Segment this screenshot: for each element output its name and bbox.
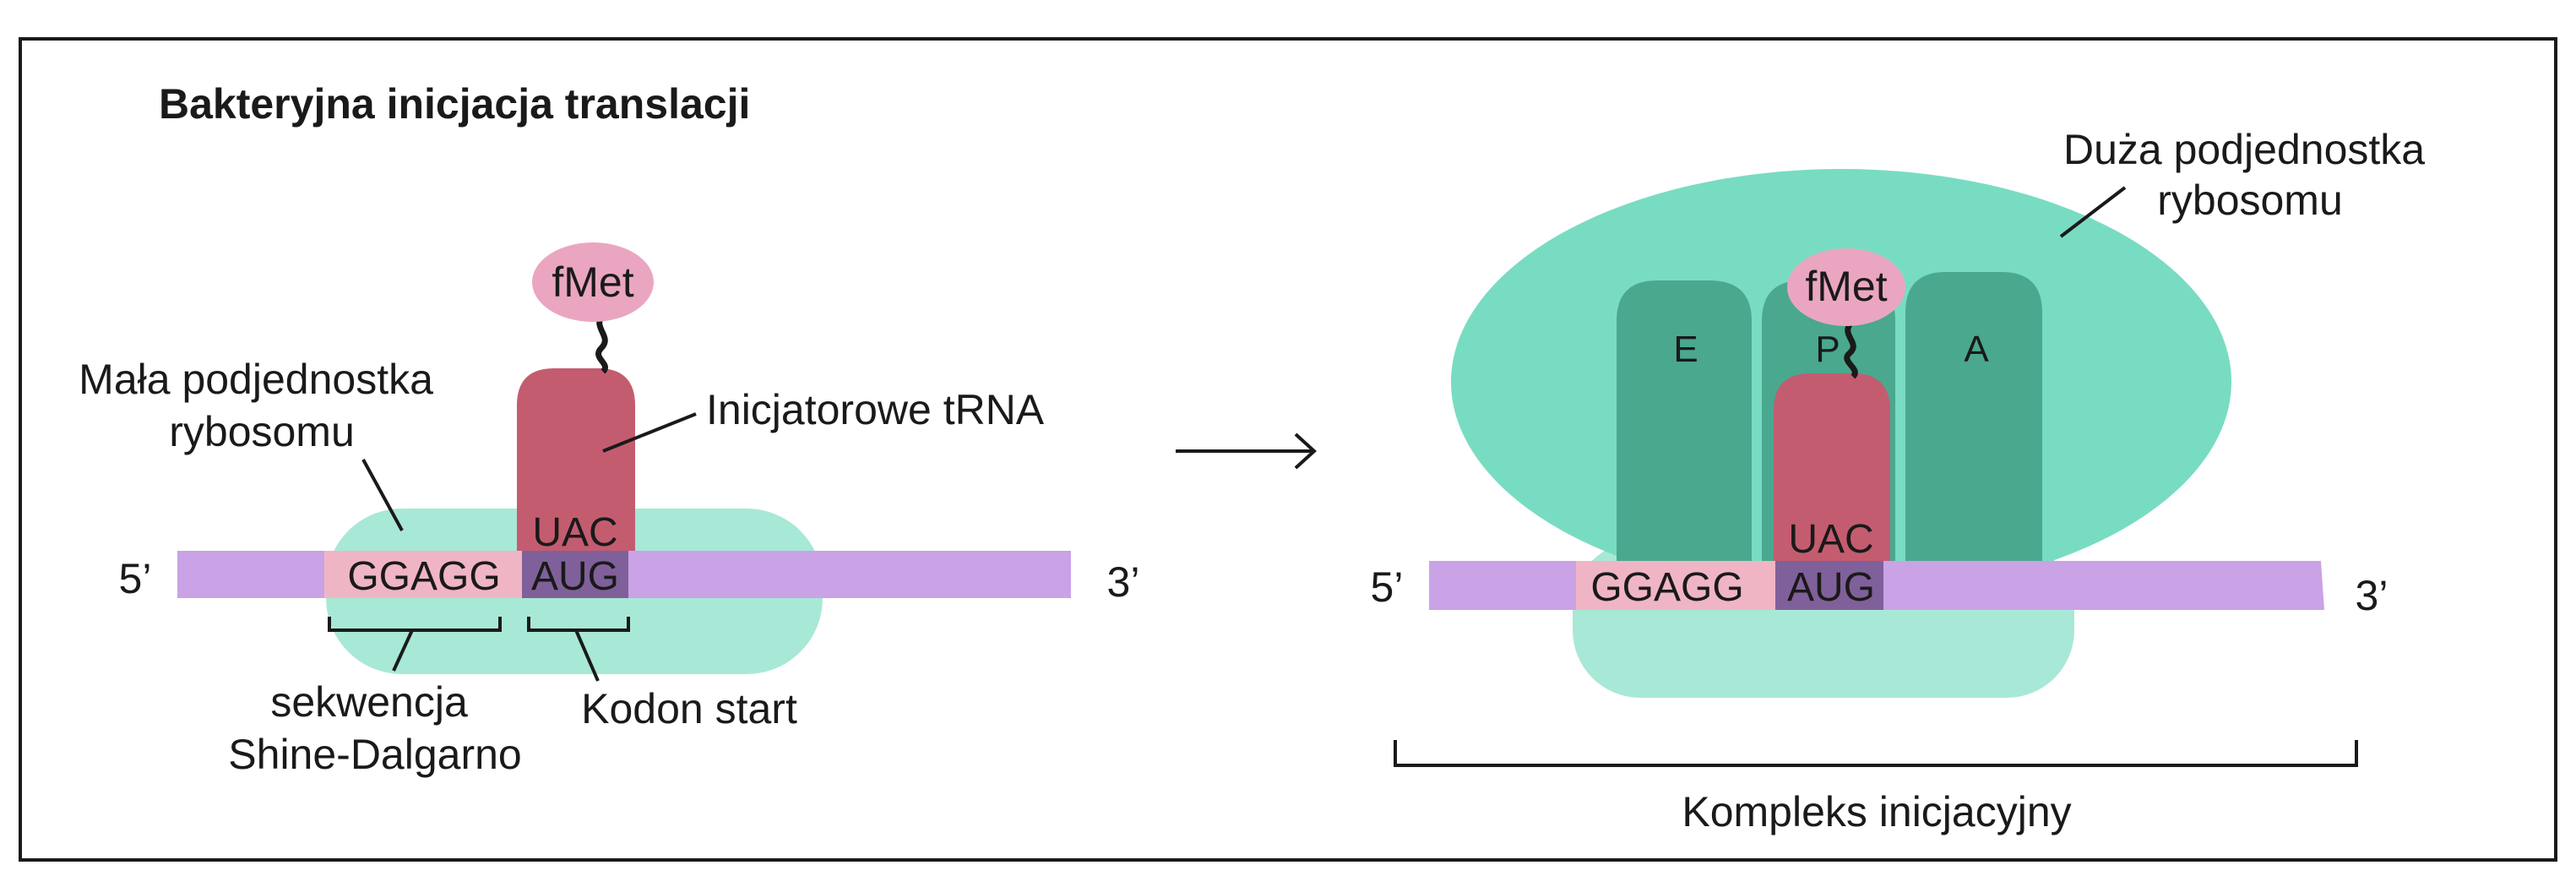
- fmet-linker: [595, 312, 608, 374]
- three-prime-label-complex: 3’: [2356, 572, 2389, 619]
- shine-dalgarno-box: [324, 551, 524, 598]
- initiator-trna: [517, 368, 635, 551]
- start-codon-box: [522, 551, 628, 598]
- start-codon-brace: [527, 617, 630, 632]
- shine-dalgarno-label: sekwencja Shine-Dalgarno: [228, 678, 521, 778]
- initiator-trna-p-site: [1774, 373, 1890, 564]
- fmet-residue: [532, 242, 654, 322]
- small-subunit-leader: [361, 459, 404, 531]
- diagram-frame: [19, 37, 2557, 862]
- large-subunit-label: Duża podjednostka rybosomu: [2063, 126, 2437, 224]
- fmet-label: fMet: [552, 258, 633, 306]
- left-panel: fMet UAC GGAGG AUG 5’ 3’ Mała podjednost…: [79, 242, 1139, 778]
- five-prime-label-complex: 5’: [1371, 563, 1404, 611]
- fmet-label-p-site: fMet: [1805, 263, 1887, 310]
- e-site-column: [1617, 280, 1752, 591]
- start-codon-box-complex: [1775, 561, 1883, 610]
- large-subunit-leader: [2059, 186, 2127, 238]
- anticodon-label-complex: UAC: [1788, 517, 1873, 562]
- a-site-label: A: [1964, 329, 1989, 370]
- e-site-label: E: [1673, 329, 1698, 370]
- start-codon-seq-complex: AUG: [1787, 565, 1875, 610]
- complex-bracket: [1394, 740, 2358, 767]
- start-codon-label: Kodon start: [581, 685, 797, 732]
- a-site-column: [1905, 272, 2042, 591]
- right-arrow-icon: [1176, 433, 1317, 470]
- three-prime-label: 3’: [1107, 558, 1140, 606]
- trna-leader: [602, 412, 697, 453]
- shine-dalgarno-brace: [328, 617, 502, 632]
- start-codon-leader: [574, 629, 600, 682]
- shine-dalgarno-seq: GGAGG: [347, 554, 500, 599]
- shine-dalgarno-leader: [392, 629, 414, 672]
- trna-label: Inicjatorowe tRNA: [706, 386, 1045, 433]
- complex-label: Kompleks inicjacyjny: [1682, 788, 2071, 835]
- shine-dalgarno-box-complex: [1576, 561, 1775, 610]
- fmet-residue-p-site: [1787, 248, 1905, 326]
- start-codon-seq: AUG: [531, 554, 619, 599]
- right-panel: E P A fMet UAC GGAGG AUG 5’ 3’ Duża podj…: [1371, 126, 2437, 835]
- anticodon-label: UAC: [532, 510, 617, 555]
- p-site-label: P: [1815, 329, 1840, 370]
- small-subunit-label: Mała podjednostka rybosomu: [79, 356, 445, 455]
- fmet-linker-p-site: [1844, 320, 1858, 379]
- diagram-title: Bakteryjna inicjacja translacji: [159, 80, 750, 128]
- five-prime-label: 5’: [119, 555, 152, 602]
- shine-dalgarno-seq-complex: GGAGG: [1590, 565, 1743, 610]
